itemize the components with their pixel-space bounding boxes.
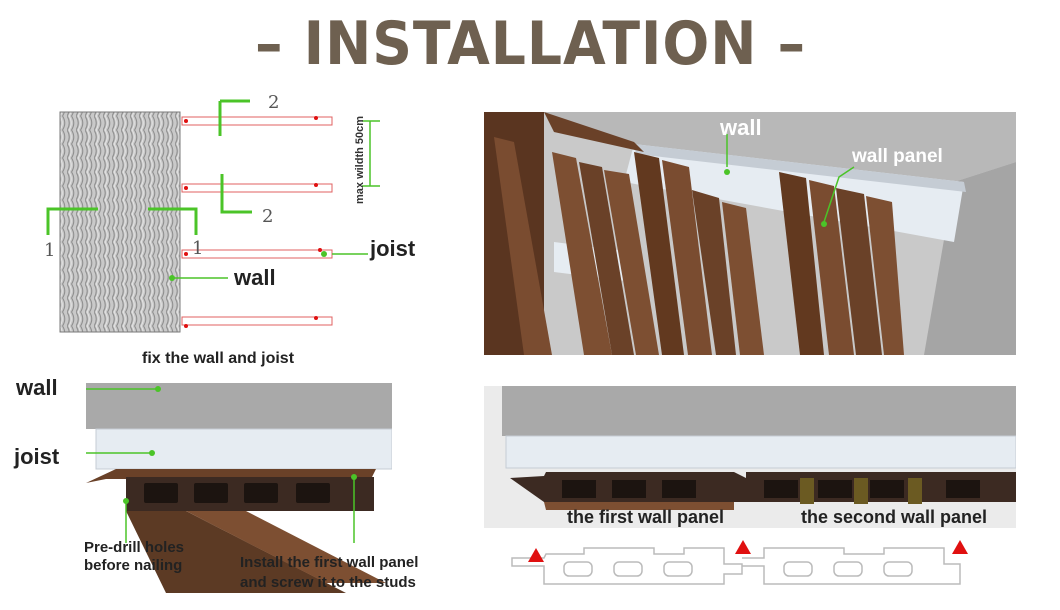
dimension-label-wrap: max wildth 50cm	[354, 92, 368, 212]
install-note: Install the first wall panel and screw i…	[240, 553, 418, 593]
install-line-1: Install the first wall panel	[240, 554, 419, 571]
bracket-number-1-left: 1	[44, 240, 56, 261]
panel-3d-render	[484, 112, 1016, 355]
dimension-label: max wildth 50cm	[354, 115, 366, 204]
bracket-mid	[220, 174, 252, 214]
second-panel-strip	[746, 472, 1016, 504]
panel-callout-line	[823, 166, 855, 223]
page-title: – INSTALLATION –	[254, 9, 806, 79]
render-wall-label: wall	[720, 115, 762, 140]
joist-rail-1	[181, 116, 333, 126]
wall-label-schematic: wall	[234, 265, 276, 290]
install-line-2: and screw it to the studs	[240, 574, 416, 591]
joist-rail-4	[181, 316, 333, 328]
section-wall-label: wall	[16, 375, 58, 400]
marker-2	[735, 540, 751, 554]
predrill-line-2: before nailing	[84, 557, 183, 574]
joist-rail-3	[181, 248, 333, 259]
schematic-caption: fix the wall and joist	[142, 350, 295, 367]
bracket-number-2-mid: 2	[262, 206, 274, 227]
predrill-line-1: Pre-drill holes	[84, 539, 185, 556]
first-panel-label: the first wall panel	[567, 507, 725, 527]
dimension-bracket	[362, 120, 380, 187]
joist-rail-2	[181, 183, 333, 193]
render-panel-label: wall panel	[852, 146, 943, 167]
profile-outline	[511, 547, 961, 585]
bracket-number-2-top: 2	[268, 92, 280, 113]
section-joist-label: joist	[14, 444, 60, 469]
marker-1	[528, 548, 544, 562]
marker-3	[952, 540, 968, 554]
bracket-right	[148, 207, 198, 235]
bracket-top	[218, 99, 250, 136]
bracket-left	[46, 207, 98, 235]
bracket-number-1-right: 1	[192, 238, 204, 259]
predrill-note: Pre-drill holes before nailing	[84, 539, 184, 575]
two-panels-section	[484, 386, 1016, 585]
wall-block	[59, 111, 181, 333]
wall-joist-schematic	[46, 99, 380, 333]
first-panel-section	[86, 383, 392, 593]
title-area: – INSTALLATION –	[0, 4, 1060, 84]
second-panel-label: the second wall panel	[801, 507, 988, 527]
first-panel-profile	[86, 469, 386, 593]
first-panel-strip	[510, 472, 746, 510]
joist-label-schematic: joist	[370, 236, 416, 261]
wood-boards	[484, 112, 904, 355]
